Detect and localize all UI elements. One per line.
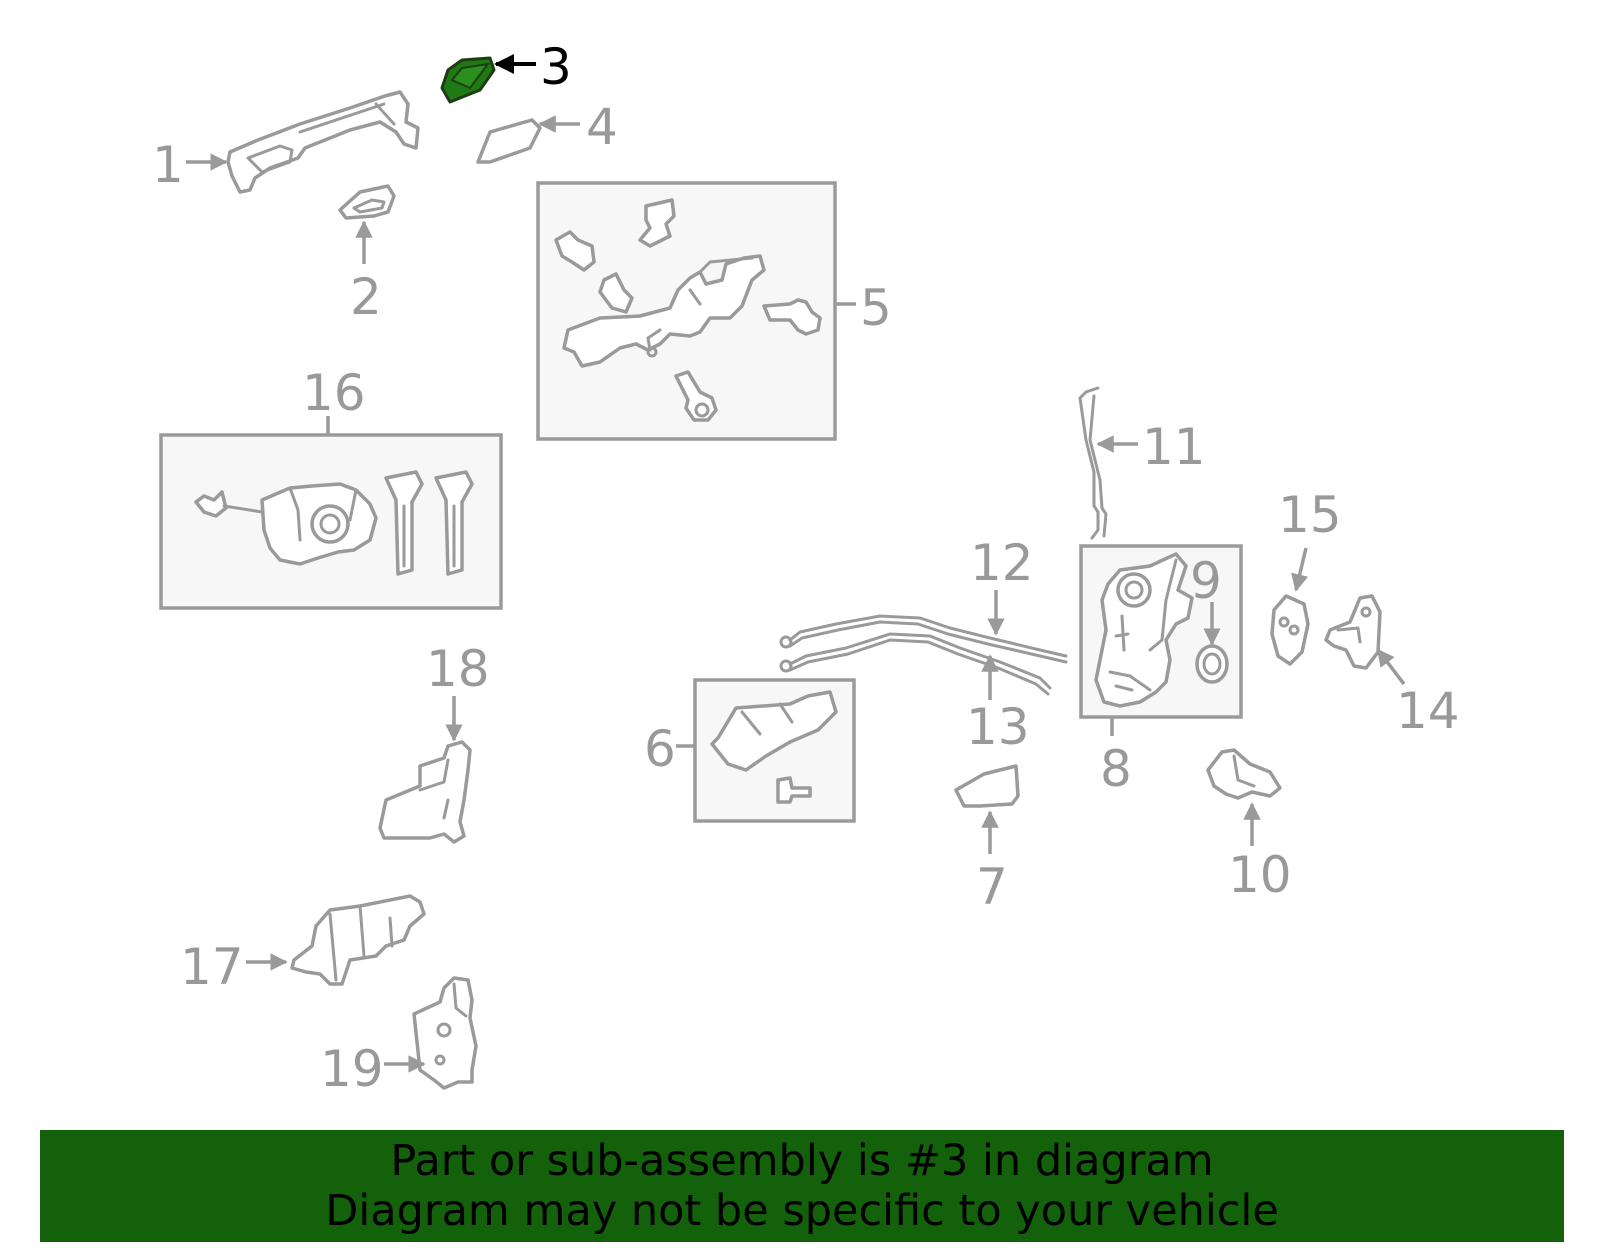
callout-18[interactable]: 18	[426, 640, 490, 698]
leader-15	[1291, 547, 1309, 592]
callout-19[interactable]: 19	[320, 1040, 384, 1098]
leader-14	[1376, 648, 1406, 686]
callout-12[interactable]: 12	[970, 534, 1034, 592]
part-19-lever[interactable]	[412, 976, 478, 1090]
banner-line-part: Part or sub-assembly is #3 in diagram	[390, 1136, 1214, 1186]
part-10-bracket[interactable]	[1206, 748, 1282, 800]
part-15-striker-plate[interactable]	[1270, 594, 1310, 666]
callout-14[interactable]: 14	[1396, 682, 1460, 740]
callout-15[interactable]: 15	[1278, 486, 1342, 544]
part-3-highlighted-cap[interactable]	[440, 56, 496, 104]
part-6-lock-actuator[interactable]	[693, 678, 856, 823]
info-banner: Part or sub-assembly is #3 in diagram Di…	[40, 1130, 1564, 1242]
part-16-lock-cylinder-set[interactable]	[159, 433, 503, 610]
callout-10[interactable]: 10	[1228, 846, 1292, 904]
callout-11[interactable]: 11	[1142, 418, 1206, 476]
part-18-bracket[interactable]	[378, 740, 472, 844]
callout-3[interactable]: 3	[540, 38, 572, 96]
callout-13[interactable]: 13	[966, 698, 1030, 756]
part-2-escutcheon[interactable]	[338, 184, 396, 220]
callout-9[interactable]: 9	[1190, 552, 1222, 610]
callout-7[interactable]: 7	[976, 858, 1008, 916]
part-5-frame-assembly[interactable]	[536, 181, 837, 441]
part-1-outside-handle[interactable]	[226, 90, 420, 194]
callout-16[interactable]: 16	[302, 364, 366, 422]
banner-line-disclaimer: Diagram may not be specific to your vehi…	[325, 1186, 1279, 1236]
callout-17[interactable]: 17	[180, 938, 244, 996]
part-9-grommet[interactable]	[1195, 644, 1229, 684]
part-7-bezel[interactable]	[954, 764, 1020, 808]
callout-1[interactable]: 1	[152, 136, 184, 194]
callout-6[interactable]: 6	[644, 720, 676, 778]
callout-2[interactable]: 2	[350, 268, 382, 326]
part-4-pad[interactable]	[476, 118, 542, 164]
part-11-rod[interactable]	[1078, 386, 1108, 540]
part-12-13-cables[interactable]	[779, 614, 1068, 696]
callout-5[interactable]: 5	[860, 279, 892, 337]
part-14-striker[interactable]	[1324, 594, 1382, 670]
callout-8[interactable]: 8	[1100, 740, 1132, 798]
callout-4[interactable]: 4	[586, 98, 618, 156]
part-17-inside-handle[interactable]	[290, 894, 426, 986]
